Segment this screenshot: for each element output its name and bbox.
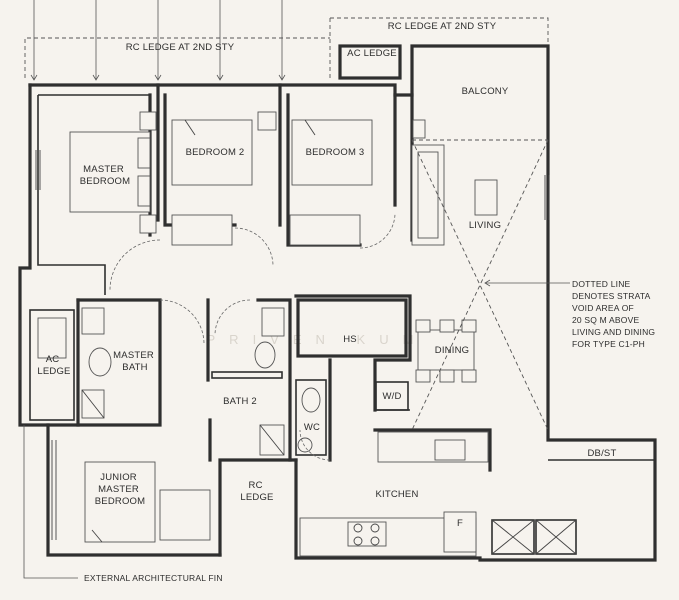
label-wd: W/D <box>382 391 401 402</box>
annotation-strata-note: DOTTED LINE DENOTES STRATA VOID AREA OF … <box>572 279 658 349</box>
label-master-bath: MASTER BATH <box>113 350 157 373</box>
label-master-bedroom-line1: MASTER <box>83 164 124 175</box>
door-swings <box>109 212 396 461</box>
label-balcony: BALCONY <box>462 86 509 97</box>
label-bedroom-3: BEDROOM 3 <box>306 147 365 158</box>
strata-note-line4: 20 SQ M ABOVE <box>572 315 639 325</box>
label-living: LIVING <box>469 220 501 231</box>
wc-fixtures <box>295 379 327 456</box>
bath-2-fixtures <box>211 307 285 456</box>
annotation-external-fin: EXTERNAL ARCHITECTURAL FIN <box>84 573 223 583</box>
dining-table <box>415 319 477 383</box>
label-rc-ledge-line1: RC <box>249 480 263 491</box>
bedroom-2-bed <box>171 111 277 186</box>
household-shelter-box <box>296 298 408 358</box>
living-furniture <box>411 119 498 246</box>
junior-master-bed <box>84 461 211 543</box>
label-junior-master-bedroom: JUNIOR MASTER BEDROOM <box>95 472 146 507</box>
fin-leader-line <box>23 425 78 579</box>
label-master-bath-line1: MASTER <box>113 350 154 361</box>
label-ac-ledge-left-line2: LEDGE <box>37 366 70 377</box>
strata-note-line5: LIVING AND DINING <box>572 327 655 337</box>
label-junior-master-bedroom-line3: BEDROOM <box>95 496 146 507</box>
label-master-bedroom: MASTER BEDROOM <box>80 164 131 187</box>
annotation-rc-ledge-2nd-right: RC LEDGE AT 2ND STY <box>388 21 497 32</box>
annotation-rc-ledge-2nd-left: RC LEDGE AT 2ND STY <box>126 42 235 53</box>
label-ac-ledge-left-line1: AC <box>46 354 60 365</box>
label-db-st: DB/ST <box>588 448 617 459</box>
label-master-bath-line2: BATH <box>122 362 147 373</box>
ac-ledge-top-box <box>338 44 402 80</box>
label-junior-master-bedroom-line1: JUNIOR <box>100 472 137 483</box>
top-leader-arrows <box>30 0 286 81</box>
strata-void-marking <box>411 139 570 431</box>
master-bed <box>69 111 157 234</box>
bedroom-3-bed <box>171 119 373 246</box>
strata-note-line1: DOTTED LINE <box>572 279 631 289</box>
label-kitchen: KITCHEN <box>375 489 418 500</box>
washer-dryer-box <box>375 381 409 411</box>
rc-ledge-dashed-outline <box>24 17 549 78</box>
label-rc-ledge-line2: LEDGE <box>240 492 273 503</box>
window-marks <box>19 150 550 540</box>
kitchen-counters <box>299 431 489 557</box>
strata-note-line2: DENOTES STRATA <box>572 291 651 301</box>
label-bedroom-2: BEDROOM 2 <box>186 147 245 158</box>
master-bath-fixtures <box>81 307 112 419</box>
strata-note-line3: VOID AREA OF <box>572 303 634 313</box>
label-ac-ledge-left: AC LEDGE <box>37 354 70 377</box>
strata-note-line6: FOR TYPE C1-PH <box>572 339 645 349</box>
label-master-bedroom-line2: BEDROOM <box>80 176 131 187</box>
label-wc: WC <box>304 422 320 433</box>
label-fridge: F <box>457 518 463 529</box>
label-ac-ledge-top: AC LEDGE <box>347 48 397 59</box>
label-hs: HS <box>343 334 357 345</box>
label-dining: DINING <box>435 345 469 356</box>
outer-walls <box>18 44 657 562</box>
label-bath-2: BATH 2 <box>223 396 257 407</box>
label-rc-ledge: RC LEDGE <box>240 480 273 503</box>
ac-ledge-left-box <box>29 309 75 421</box>
label-junior-master-bedroom-line2: MASTER <box>98 484 139 495</box>
db-st-boxes <box>491 459 655 555</box>
